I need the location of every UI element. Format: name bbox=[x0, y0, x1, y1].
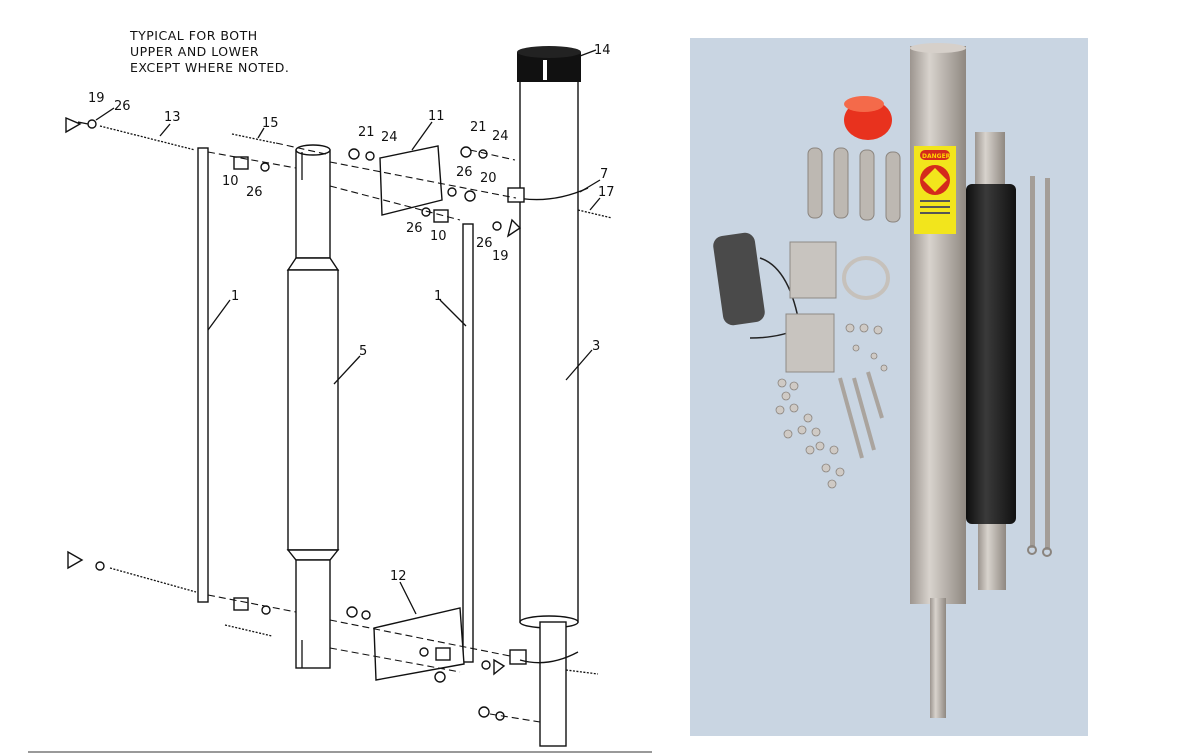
part-1-rod-right bbox=[462, 223, 474, 663]
callout-15: 15 bbox=[262, 116, 279, 131]
antenna-kit-photo: DANGER bbox=[690, 38, 1088, 736]
aluminum-tube bbox=[910, 43, 966, 718]
part-17-bolt bbox=[577, 209, 613, 219]
hose-clamp bbox=[842, 256, 890, 300]
hardware-small-parts bbox=[65, 116, 522, 721]
black-sleeve-section bbox=[966, 132, 1016, 590]
mounting-plate-upper bbox=[789, 241, 837, 299]
support-rods bbox=[1027, 176, 1052, 557]
callout-24b: 24 bbox=[492, 129, 509, 144]
callout-12: 12 bbox=[390, 569, 407, 584]
mounting-plate-lower bbox=[785, 313, 835, 373]
callout-20: 20 bbox=[480, 171, 497, 186]
threaded-rod-lower bbox=[109, 567, 197, 593]
note-line-1: TYPICAL FOR BOTH bbox=[129, 28, 258, 43]
assembly-lines bbox=[207, 142, 541, 723]
callout-3: 3 bbox=[592, 339, 600, 354]
callout-13: 13 bbox=[164, 110, 181, 125]
callout-17: 17 bbox=[598, 185, 615, 200]
bolt-lower-right bbox=[565, 669, 599, 675]
part-13-threaded-rod bbox=[99, 125, 196, 151]
exploded-parts-diagram: TYPICAL FOR BOTH UPPER AND LOWER EXCEPT … bbox=[28, 28, 652, 753]
hardware-pile bbox=[775, 323, 888, 489]
part-12-plate bbox=[373, 607, 465, 681]
callout-7: 7 bbox=[600, 167, 608, 182]
note-line-2: UPPER AND LOWER bbox=[130, 44, 259, 59]
callout-10b: 10 bbox=[430, 229, 447, 244]
callout-26d: 26 bbox=[246, 185, 263, 200]
u-clamps bbox=[807, 147, 901, 223]
callout-19b: 19 bbox=[492, 249, 509, 264]
part-1-rod-left bbox=[197, 147, 209, 603]
red-cap bbox=[844, 96, 892, 140]
callout-26c: 26 bbox=[456, 165, 473, 180]
part-3-tube bbox=[519, 61, 579, 747]
callout-26e: 26 bbox=[406, 221, 423, 236]
part-15-bolt bbox=[231, 133, 276, 144]
callout-24: 24 bbox=[381, 130, 398, 145]
bolt-lower-left bbox=[224, 624, 273, 637]
callout-26: 26 bbox=[114, 99, 131, 114]
callout-14: 14 bbox=[594, 43, 611, 58]
part-11-plate bbox=[379, 145, 443, 216]
leader-lines bbox=[95, 49, 601, 615]
callout-11: 11 bbox=[428, 109, 445, 124]
part-14-cap bbox=[517, 46, 581, 82]
callout-1b: 1 bbox=[434, 289, 442, 304]
assembly-note: TYPICAL FOR BOTH UPPER AND LOWER EXCEPT … bbox=[129, 28, 289, 75]
part-5-center-tube bbox=[286, 144, 340, 669]
callout-1: 1 bbox=[231, 289, 239, 304]
callout-21b: 21 bbox=[470, 120, 487, 135]
photo-illustration: DANGER bbox=[690, 38, 1088, 736]
danger-label: DANGER bbox=[914, 146, 956, 234]
part-callouts: 19 26 13 15 11 21 24 21 24 14 26 20 7 17… bbox=[88, 43, 615, 584]
callout-26f: 26 bbox=[476, 236, 493, 251]
callout-5: 5 bbox=[359, 344, 367, 359]
callout-19: 19 bbox=[88, 91, 105, 106]
callout-21: 21 bbox=[358, 125, 375, 140]
callout-10: 10 bbox=[222, 174, 239, 189]
danger-label-text: DANGER bbox=[922, 153, 951, 160]
note-line-3: EXCEPT WHERE NOTED. bbox=[130, 60, 289, 75]
